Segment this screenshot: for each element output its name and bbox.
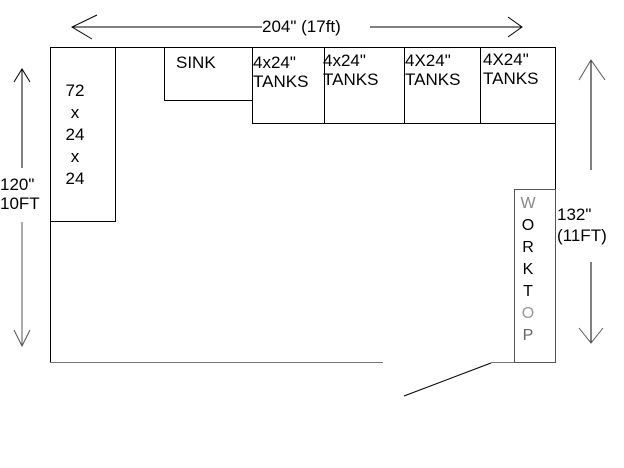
tank-type: TANKS xyxy=(253,72,309,91)
left-unit-line: 24 xyxy=(65,169,85,188)
tank-label-3: 4X24" TANKS xyxy=(405,51,460,89)
worktop-label: W O R K T O P xyxy=(514,193,542,347)
tank-size: 4x24" xyxy=(323,51,366,70)
worktop-box xyxy=(514,189,556,363)
tank-label-1: 4x24" TANKS xyxy=(253,53,308,91)
worktop-letter: K xyxy=(522,261,534,278)
worktop-letter: R xyxy=(522,239,534,256)
worktop-letter: W xyxy=(520,195,536,212)
door-swing xyxy=(403,362,492,397)
tank-box-4 xyxy=(480,47,556,124)
worktop-letter: O xyxy=(521,305,535,322)
sink-label: SINK xyxy=(176,53,216,72)
tank-type: TANKS xyxy=(323,70,379,89)
tank-type: TANKS xyxy=(483,69,539,88)
tank-label-2: 4x24" TANKS xyxy=(323,51,378,89)
left-height-label: 120" 10FT xyxy=(0,175,40,213)
width-arrow xyxy=(70,14,523,40)
left-unit-label: 72 x 24 x 24 xyxy=(60,80,90,190)
tank-type: TANKS xyxy=(405,70,461,89)
tank-size: 4X24" xyxy=(405,51,451,70)
right-height-label: 132" (11FT) xyxy=(557,204,607,246)
left-unit-line: 72 xyxy=(65,81,85,100)
left-unit-line: x xyxy=(70,147,80,166)
worktop-letter: O xyxy=(521,217,535,234)
left-height-inches: 120" xyxy=(0,175,35,194)
worktop-letter: T xyxy=(523,283,533,300)
tank-size: 4X24" xyxy=(483,50,529,69)
tank-label-4: 4X24" TANKS xyxy=(483,50,538,88)
left-unit-line: 24 xyxy=(65,125,85,144)
tank-size: 4x24" xyxy=(253,53,296,72)
left-unit-line: x xyxy=(70,103,80,122)
right-height-feet: (11FT) xyxy=(557,226,607,245)
worktop-letter: P xyxy=(522,327,534,344)
left-unit-box xyxy=(50,47,116,222)
right-height-arrow xyxy=(578,59,606,344)
width-label: 204" (17ft) xyxy=(262,17,341,36)
right-height-inches: 132" xyxy=(557,205,592,224)
left-height-feet: 10FT xyxy=(0,194,40,213)
left-height-arrow xyxy=(13,68,31,348)
